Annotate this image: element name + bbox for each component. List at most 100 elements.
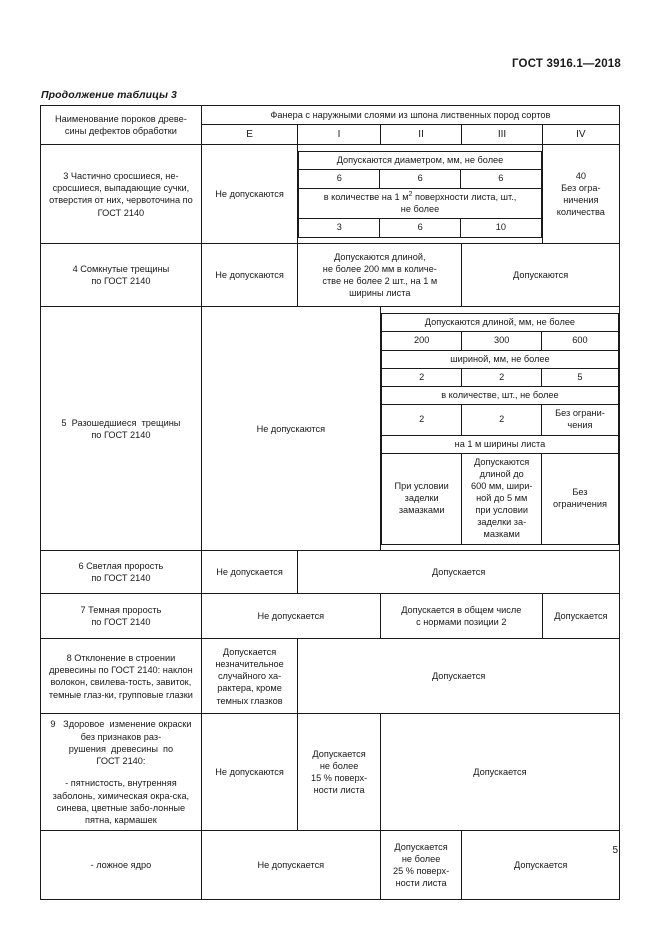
row-3-diameter-caption-row: Допускаются диаметром, мм, не более xyxy=(298,150,542,170)
table-header-row-1: Наименование пороков древе- сины дефекто… xyxy=(40,104,621,146)
row-10-grade-ii-line3: 25 % поверх- xyxy=(393,866,450,877)
row-5-condition-iii-line1: Допускаются xyxy=(474,457,530,468)
row-5-length-caption: Допускаются длиной, мм, не более xyxy=(380,312,620,332)
row-8-grade-e-line1: Допускается xyxy=(222,646,277,657)
row-9-grade-e: Не допускаются xyxy=(200,713,299,832)
row-5-substack: Допускаются длиной, мм, не более 200 300… xyxy=(380,312,620,545)
row-7-grade-iv: Допускается xyxy=(541,593,621,640)
row-3-diameter-e: 6 xyxy=(298,168,381,189)
row-5-permeter-caption: на 1 м ширины листа xyxy=(380,435,620,455)
row-9-grade-i-line4: ности листа xyxy=(313,785,365,796)
row-5-grades-e-i: Не допускаются xyxy=(200,306,381,552)
row-8-grade-e: Допускается незначительное случайного ха… xyxy=(200,638,299,715)
row-3-grades-i-iii: Допускаются диаметром, мм, не более 6 6 … xyxy=(297,144,543,245)
row-8-name: 8 Отклонение в строении древесины по ГОС… xyxy=(40,638,202,715)
row-5-quantity-iii: 2 xyxy=(461,404,542,437)
row-8-grades-i-iv: Допускается xyxy=(297,638,620,715)
row-5-quantity-iv: Без ограни- чения xyxy=(540,404,620,437)
row-5-width-ii: 2 xyxy=(380,367,463,388)
table-row: 8 Отклонение в строении древесины по ГОС… xyxy=(40,638,620,715)
header-grade-iii: III xyxy=(461,124,543,146)
row-8-grade-e-line3: случайного ха- xyxy=(217,671,282,682)
row-8-grade-e-line5: темных глазков xyxy=(216,695,283,706)
standard-number: ГОСТ 3916.1—2018 xyxy=(511,58,621,70)
row-3-grade-iv-note-line3: количества xyxy=(556,207,605,218)
row-5-condition-iii-line5: при условии xyxy=(475,505,528,516)
row-3-quantity-values-row: 3 6 10 xyxy=(298,217,542,238)
row-5-condition-iv: Без ограничения xyxy=(540,453,620,545)
row-7-grades-e-i: Не допускается xyxy=(200,593,381,640)
table-caption: Продолжение таблицы 3 xyxy=(41,89,177,101)
header-name-column: Наименование пороков древе- сины дефекто… xyxy=(40,104,202,146)
row-5-quantity-caption-row: в количестве, шт., не более xyxy=(380,386,620,406)
row-10-grades-iii-iv: Допускается xyxy=(461,830,620,901)
row-5-condition-iii-line6: заделки за- xyxy=(477,517,527,528)
row-3-name-text: 3 Частично сросшиеся, не-сросшиеся, выпа… xyxy=(49,170,193,218)
row-3-quantity-caption-row: в количестве на 1 м2 поверхности листа, … xyxy=(298,187,542,219)
row-3-grade-iv-note-line1: Без огра- xyxy=(561,183,601,194)
row-5-length-iii: 300 xyxy=(461,330,542,351)
page-number: 5 xyxy=(612,845,618,856)
row-5-condition-iv-line2: ограничения xyxy=(552,499,607,510)
table-row: 9 Здоровое изменение окраски без признак… xyxy=(40,713,621,832)
row-3-name: 3 Частично сросшиеся, не-сросшиеся, выпа… xyxy=(40,144,202,245)
row-3-grade-iv: 40 Без огра- ничения количества xyxy=(541,144,621,245)
defects-table: Наименование пороков древе- сины дефекто… xyxy=(40,104,621,901)
table-row: 3 Частично сросшиеся, не-сросшиеся, выпа… xyxy=(40,144,621,245)
header-name-line1: Наименование пороков древе- xyxy=(55,113,187,124)
row-7-mid-line1: Допускается в общем числе xyxy=(401,605,522,616)
header-grade-ii: II xyxy=(379,124,463,146)
row-4-mid-line3: стве не более 2 шт., на 1 м xyxy=(322,276,438,287)
row-10-name: - ложное ядро xyxy=(40,830,202,901)
row-10-grades-e-i: Не допускается xyxy=(200,830,381,901)
row-4-grades-iii-iv: Допускаются xyxy=(461,243,620,308)
row-5-width-caption: шириной, мм, не более xyxy=(380,349,620,369)
row-5-length-values-row: 200 300 600 xyxy=(380,330,620,351)
row-5-condition-iii-line3: 600 мм, шири- xyxy=(470,481,533,492)
row-5-condition-row: При условии заделки замазками Допускаютс… xyxy=(380,453,620,545)
row-5-condition-iii-line7: мазками xyxy=(483,529,520,540)
row-4-mid-line1: Допускаются длиной, xyxy=(334,252,426,263)
row-5-condition-ii-line1: При условии xyxy=(394,481,449,492)
row-10-name-text: - ложное ядро xyxy=(90,860,152,871)
row-5-grades-ii-iv: Допускаются длиной, мм, не более 200 300… xyxy=(379,306,621,552)
row-10-grade-ii-line1: Допускается xyxy=(394,842,448,853)
row-5-quantity-iv-line2: чения xyxy=(567,420,593,431)
row-5-width-iv: 5 xyxy=(540,367,620,388)
row-5-length-ii: 200 xyxy=(380,330,463,351)
row-3-quantity-iii: 10 xyxy=(459,217,542,238)
row-5-condition-iv-line1: Без xyxy=(572,487,588,498)
row-9-grades-ii-iv: Допускается xyxy=(379,713,621,832)
row-3-grade-e: Не допускаются xyxy=(200,144,299,245)
row-5-condition-iii-line2: длиной до xyxy=(479,469,524,480)
row-4-mid-line4: ширины листа xyxy=(349,288,411,299)
row-9-name-gap xyxy=(45,767,197,777)
row-9-grade-i-line3: 15 % поверх- xyxy=(311,773,368,784)
row-5-width-values-row: 2 2 5 xyxy=(380,367,620,388)
row-3-grade-iv-note-line2: ничения xyxy=(563,195,599,206)
row-3-quantity-caption-p2: поверхности листа, шт., xyxy=(412,191,517,202)
row-8-grade-e-line2: незначительное xyxy=(215,659,284,670)
row-5-quantity-iv-line1: Без ограни- xyxy=(555,408,605,419)
row-10-grade-ii-line4: ности листа xyxy=(395,878,447,889)
row-3-quantity-caption-p3: не более xyxy=(400,203,440,214)
row-7-mid-line2: с нормами позиции 2 xyxy=(416,617,507,628)
header-grade-iv: IV xyxy=(541,124,621,146)
row-5-condition-ii-line2: заделки xyxy=(404,493,439,504)
row-10-grade-ii: Допускается не более 25 % поверх- ности … xyxy=(379,830,463,901)
header-name-line2: сины дефектов обработки xyxy=(64,126,177,137)
header-grade-e: E xyxy=(200,124,299,146)
row-9-grade-i-line2: не более xyxy=(319,761,359,772)
row-5-length-iv: 600 xyxy=(540,330,620,351)
